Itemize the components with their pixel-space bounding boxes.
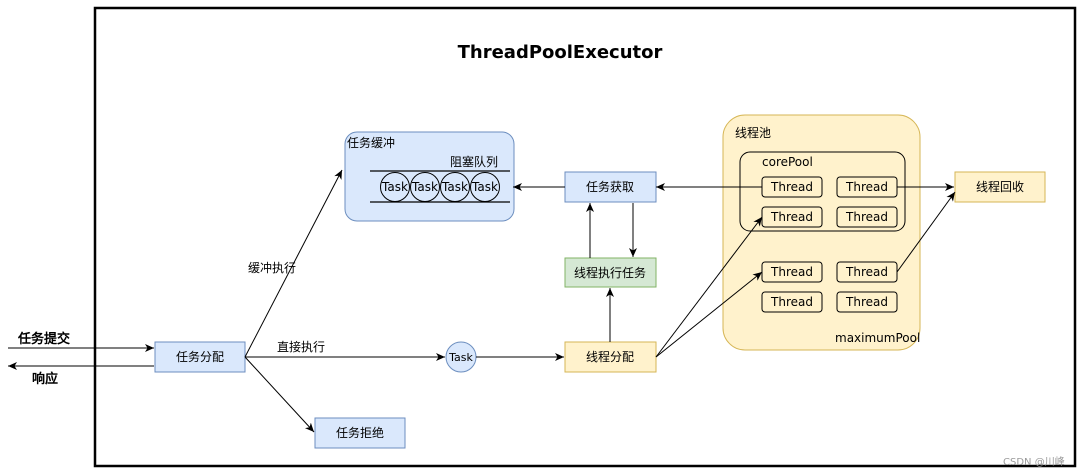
queue-task-label: Task xyxy=(381,180,408,194)
executor-frame xyxy=(93,6,1077,468)
thread-pool-box xyxy=(722,114,921,351)
blocking-queue-label: 阻塞队列 xyxy=(450,154,498,169)
queue-task-circle xyxy=(440,172,470,202)
thread-dispatch-box xyxy=(564,341,657,373)
queue-task-label: Task xyxy=(441,180,468,194)
thread-dispatch-label: 线程分配 xyxy=(586,349,634,364)
thread-box xyxy=(761,291,823,313)
dispatch-to-max-thread-arrow xyxy=(655,271,763,358)
response-label: 响应 xyxy=(32,371,58,387)
dispatch-to-core-thread-arrow xyxy=(655,216,763,358)
queue-tasks: Task Task Task Task xyxy=(380,172,500,202)
queue-task-label: Task xyxy=(471,180,498,194)
fetch-task-box xyxy=(564,171,657,203)
reject-box xyxy=(314,417,406,449)
submit-label: 任务提交 xyxy=(17,331,70,347)
thread-label: Thread xyxy=(770,295,813,309)
buffer-exec-arrow xyxy=(244,169,343,358)
thread-recycle-box xyxy=(954,171,1046,203)
diagram-title: ThreadPoolExecutor xyxy=(458,42,663,63)
core-pool-box xyxy=(739,151,906,232)
threads: Thread Thread Thread Thread Thread Threa… xyxy=(761,176,898,313)
queue-task-label: Task xyxy=(411,180,438,194)
thread-label: Thread xyxy=(845,210,888,224)
thread-box xyxy=(836,206,898,228)
queue-task-circle xyxy=(380,172,410,202)
direct-exec-label: 直接执行 xyxy=(277,339,325,354)
thread-label: Thread xyxy=(770,265,813,279)
thread-recycle-label: 线程回收 xyxy=(976,179,1024,194)
moving-task-label: Task xyxy=(448,351,473,364)
max-thread-to-recycle-arrow xyxy=(896,191,956,273)
queue-task-circle xyxy=(470,172,500,202)
thread-label: Thread xyxy=(770,180,813,194)
thread-exec-label: 线程执行任务 xyxy=(574,265,646,280)
task-buffer-label: 任务缓冲 xyxy=(347,135,395,150)
thread-pool-label: 线程池 xyxy=(735,125,771,140)
thread-label: Thread xyxy=(770,210,813,224)
thread-exec-box xyxy=(564,257,657,288)
buffer-exec-label: 缓冲执行 xyxy=(248,260,296,275)
reject-label: 任务拒绝 xyxy=(336,425,384,440)
queue-task-circle xyxy=(410,172,440,202)
thread-label: Thread xyxy=(845,180,888,194)
reject-arrow xyxy=(244,356,315,433)
thread-label: Thread xyxy=(845,295,888,309)
thread-label: Thread xyxy=(845,265,888,279)
core-pool-label: corePool xyxy=(762,155,813,169)
dispatch-label: 任务分配 xyxy=(176,349,224,364)
thread-box xyxy=(836,291,898,313)
maximum-pool-label: maximumPool xyxy=(835,331,920,345)
dispatch-box xyxy=(154,341,246,373)
watermark: CSDN @川峰 xyxy=(1003,456,1065,468)
fetch-task-label: 任务获取 xyxy=(586,179,634,194)
